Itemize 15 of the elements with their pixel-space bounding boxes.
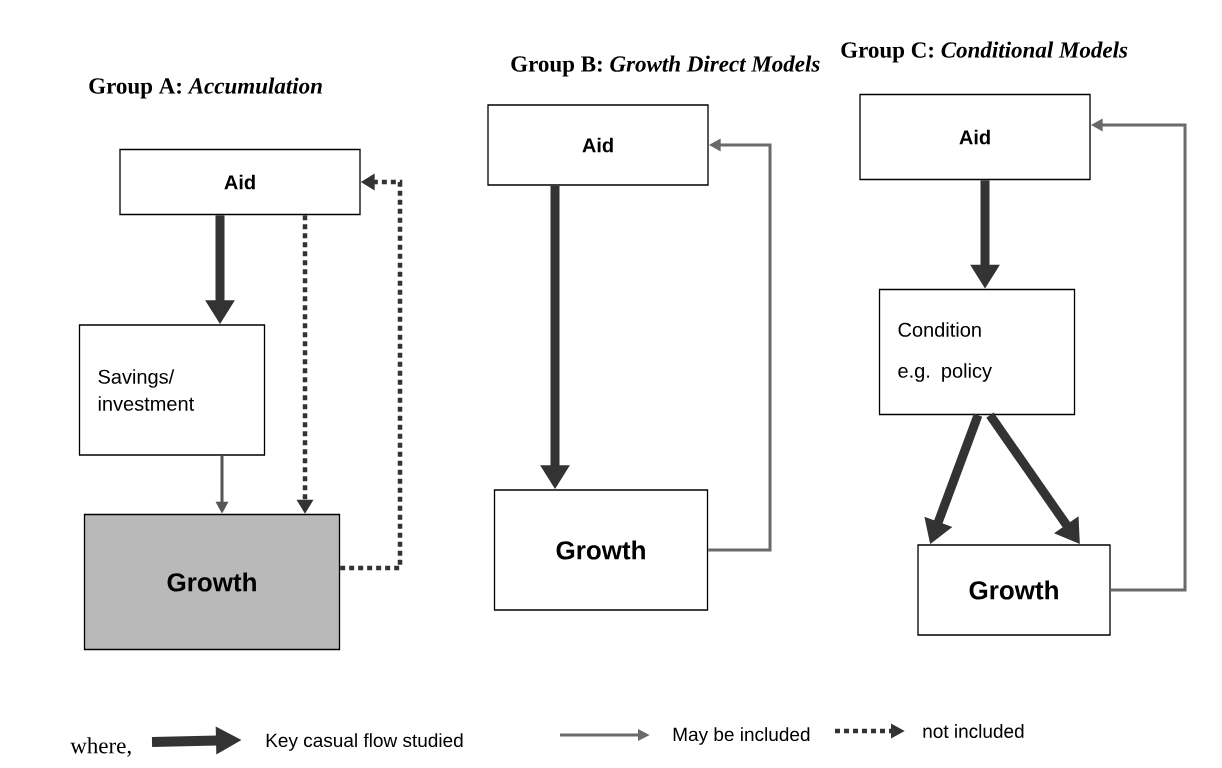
process-box: Aid: [859, 93, 1091, 181]
process-box: Condition e.g. policy: [878, 288, 1076, 416]
legend-text: not included: [923, 724, 1024, 738]
legend-text: May be included: [673, 727, 810, 745]
process-box: Aid: [119, 148, 361, 216]
column-heading: Group A: Accumulation: [89, 77, 322, 99]
process-box: Aid: [487, 104, 709, 186]
note-text: where,: [70, 737, 131, 757]
process-box: Growth: [493, 489, 709, 611]
column-heading: Group B: Growth Direct Models: [511, 55, 820, 77]
process-box: Growth: [83, 513, 341, 651]
process-box: Growth: [917, 544, 1111, 636]
column-heading: Group C: Conditional Models: [841, 41, 1128, 63]
legend-text: Key casual flow studied: [266, 733, 463, 751]
process-box: Savings/ investment: [78, 324, 266, 456]
